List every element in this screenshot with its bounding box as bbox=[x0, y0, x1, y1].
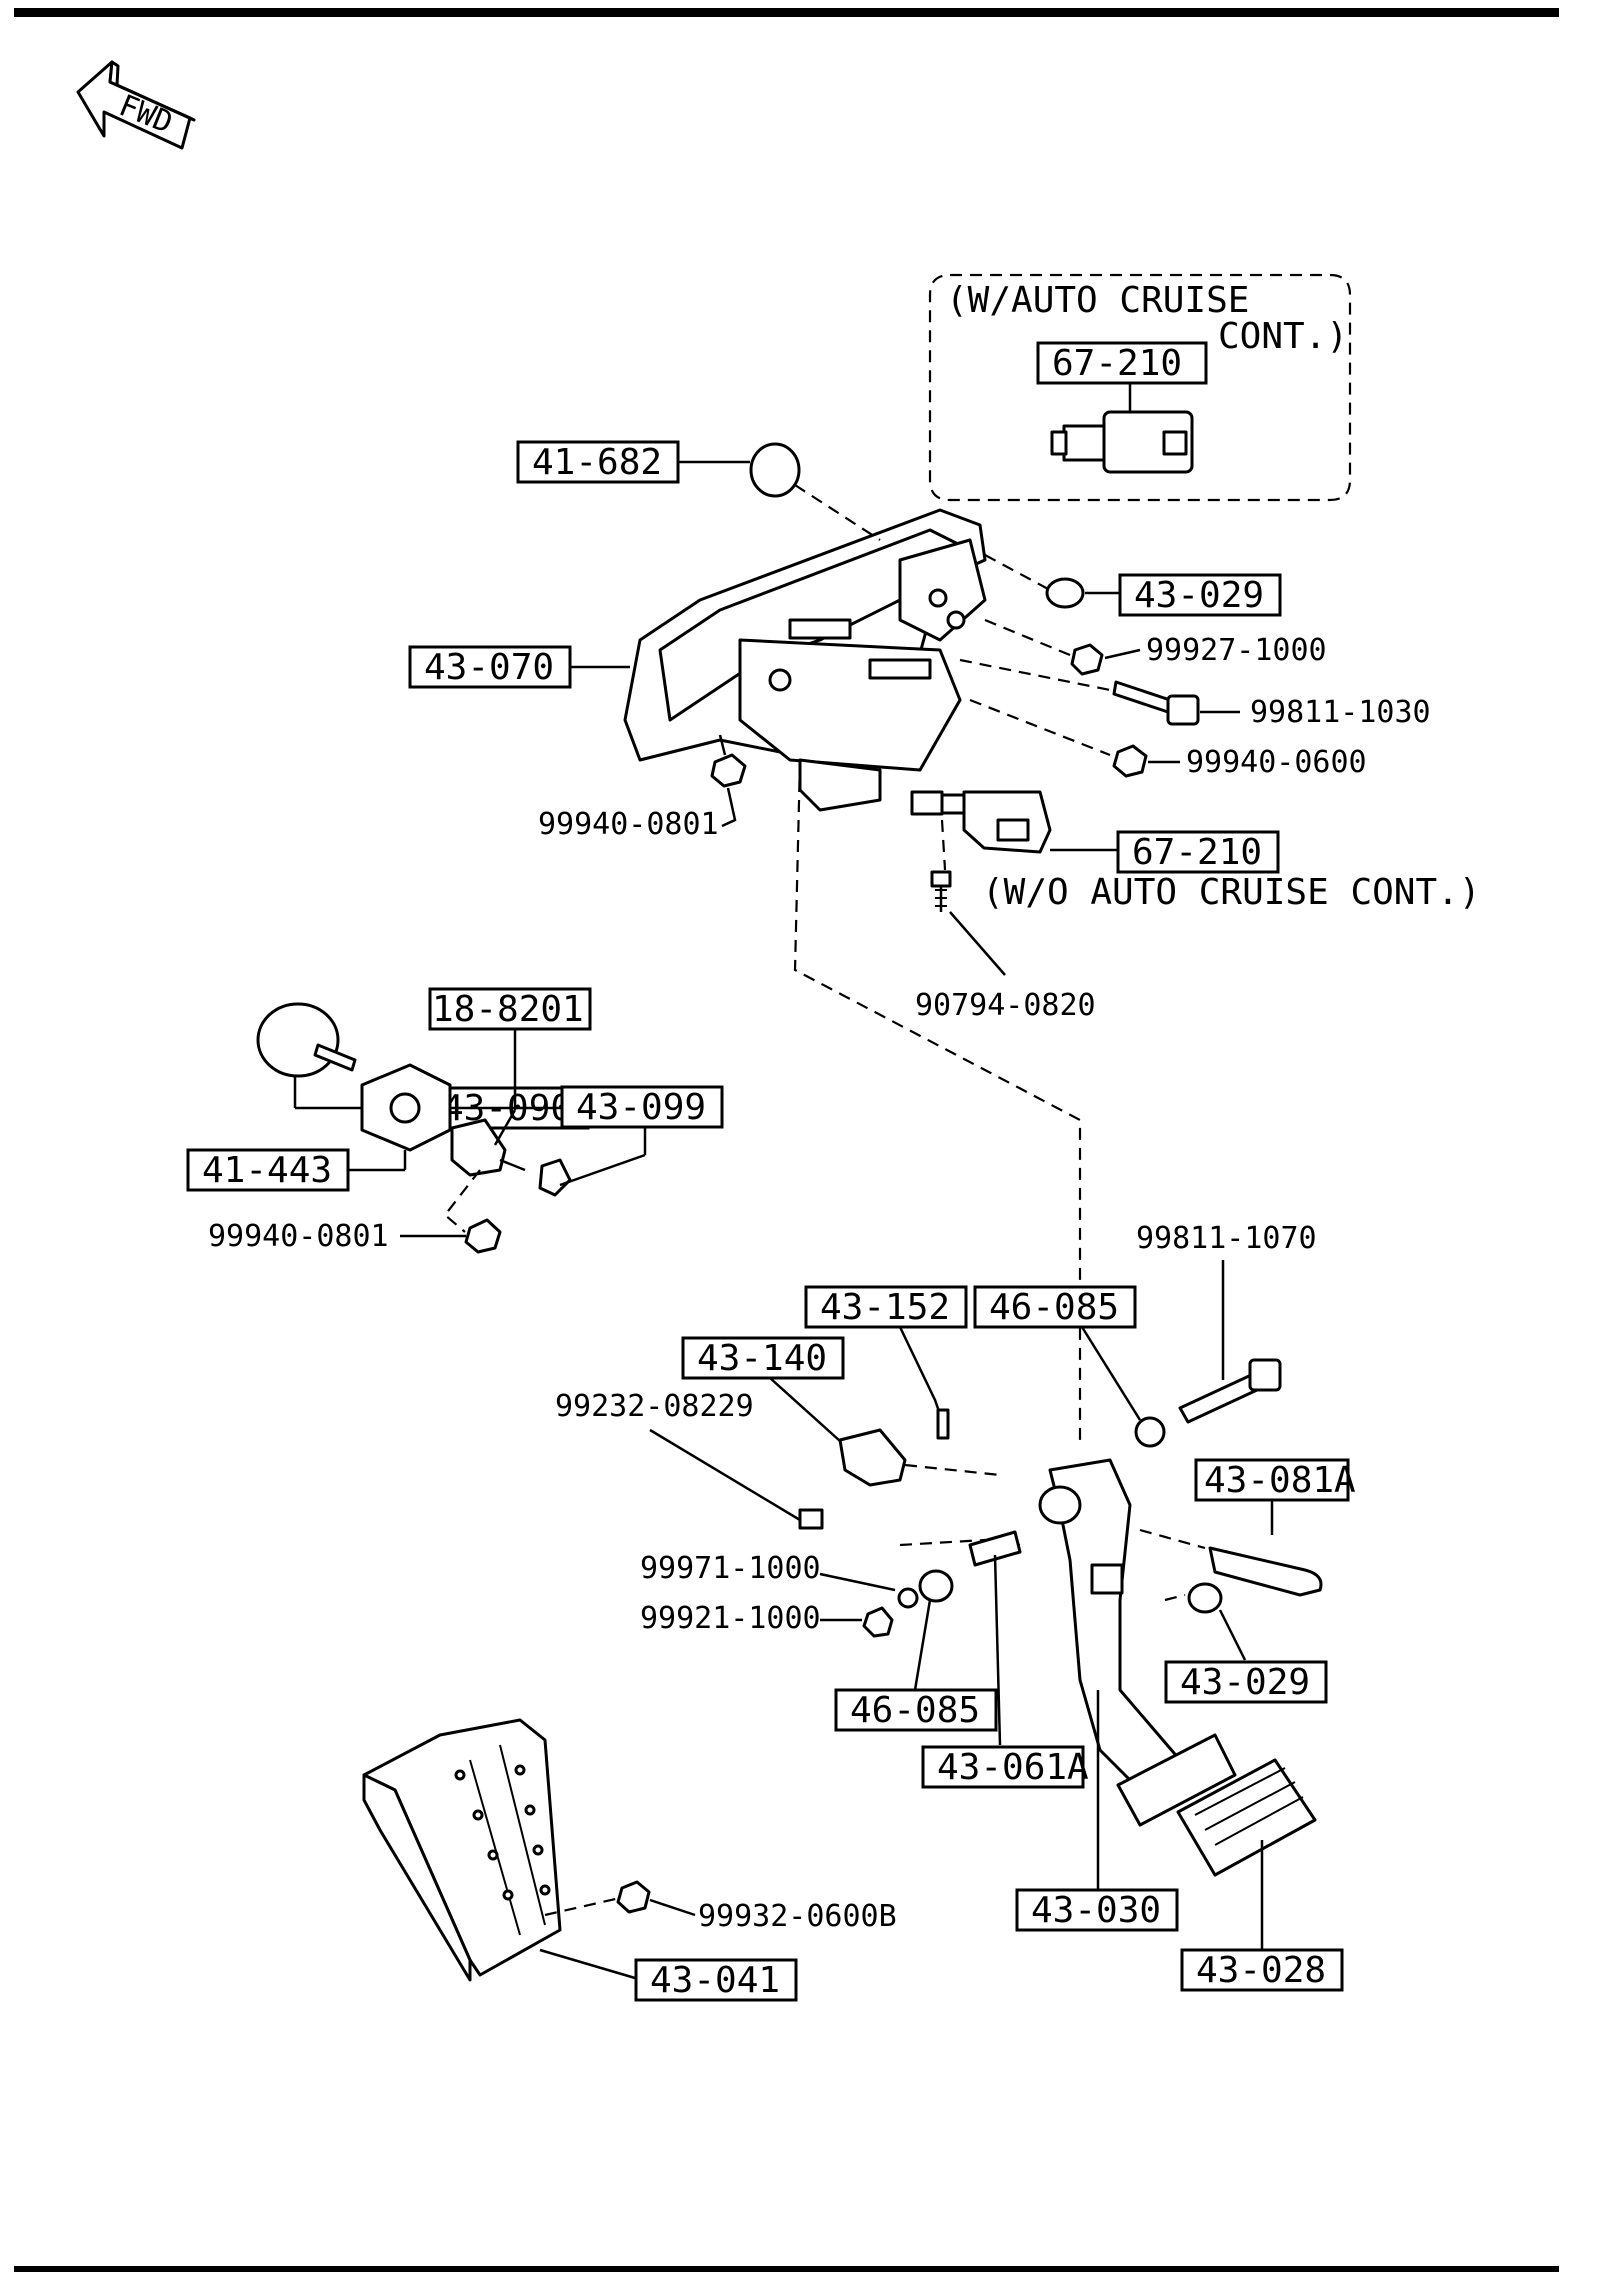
no-cruise-caption: (W/O AUTO CRUISE CONT.) bbox=[982, 872, 1481, 913]
fastener-90794-0820: 90794-0820 bbox=[915, 988, 1096, 1023]
bottom-rule bbox=[14, 2266, 1559, 2272]
part-43-028: 43-028 bbox=[1196, 1950, 1326, 1991]
part-43-070-group: 43-070 bbox=[408, 645, 630, 689]
fastener-99971-1000: 99971-1000 bbox=[640, 1551, 821, 1586]
top-rule bbox=[14, 8, 1559, 17]
fastener-99811-1030-group: 99811-1030 bbox=[959, 658, 1431, 730]
foot-rest-group: 99932-0600B 43-041 bbox=[362, 1718, 897, 2002]
part-43-099: 43-099 bbox=[576, 1087, 706, 1128]
part-43-152: 43-152 bbox=[820, 1287, 950, 1328]
part-43-140: 43-140 bbox=[697, 1338, 827, 1379]
fastener-99927-1000: 99927-1000 bbox=[1146, 633, 1327, 668]
part-18-8201: 18-8201 bbox=[432, 989, 584, 1030]
part-43-081A: 43-081A bbox=[1204, 1460, 1356, 1501]
fastener-99940-0801-top: 99940-0801 bbox=[538, 807, 719, 842]
pedal-bracket-icon bbox=[623, 508, 987, 812]
fastener-99940-0600-group: 99940-0600 bbox=[969, 698, 1367, 780]
part-43-029-bottom: 43-029 bbox=[1180, 1662, 1310, 1703]
part-41-682: 41-682 bbox=[532, 442, 662, 483]
auto-cruise-group: (W/AUTO CRUISE CONT.) 67-210 bbox=[928, 273, 1352, 502]
return-spring-icon bbox=[1208, 1546, 1323, 1597]
cover-icon bbox=[256, 1002, 340, 1078]
part-41-443: 41-443 bbox=[202, 1150, 332, 1191]
fastener-99811-1030: 99811-1030 bbox=[1250, 695, 1431, 730]
switch-body-icon bbox=[450, 1118, 507, 1177]
part-41-682-group: 41-682 bbox=[516, 440, 881, 541]
fastener-99940-0600: 99940-0600 bbox=[1186, 745, 1367, 780]
fastener-90794-0820-group: 90794-0820 bbox=[915, 819, 1096, 1023]
fastener-99921-1000: 99921-1000 bbox=[640, 1601, 821, 1636]
part-46-085-top: 46-085 bbox=[989, 1287, 1119, 1328]
part-43-030: 43-030 bbox=[1031, 1890, 1161, 1931]
fastener-99940-0801-top-group: 99940-0801 bbox=[538, 734, 747, 842]
pedal-group: 43-152 46-085 43-140 99811-1070 99232-08… bbox=[555, 1221, 1356, 1992]
part-43-029-top: 43-029 bbox=[1134, 575, 1264, 616]
clevis-icon bbox=[838, 1428, 907, 1487]
fastener-99811-1070: 99811-1070 bbox=[1136, 1221, 1317, 1256]
part-67-210-bottom-group: 67-210 (W/O AUTO CRUISE CONT.) bbox=[910, 790, 1481, 913]
auto-cruise-caption-1: (W/AUTO CRUISE bbox=[946, 280, 1249, 321]
fwd-arrow-icon: FWD bbox=[76, 60, 196, 150]
stopper-icon bbox=[749, 442, 801, 498]
fastener-99232-08229: 99232-08229 bbox=[555, 1389, 754, 1424]
part-43-029-top-group: 43-029 bbox=[984, 554, 1282, 617]
auto-cruise-caption-2: CONT.) bbox=[1218, 316, 1348, 357]
switch-group: 43-090 41-443 18-8201 43-099 99940-0801 bbox=[186, 987, 724, 1254]
part-67-210-bottom: 67-210 bbox=[1132, 832, 1262, 873]
fastener-99940-0801-mid: 99940-0801 bbox=[208, 1219, 389, 1254]
part-67-210-top: 67-210 bbox=[1052, 343, 1182, 384]
part-43-061A: 43-061A bbox=[937, 1747, 1089, 1788]
part-46-085-bottom: 46-085 bbox=[850, 1690, 980, 1731]
part-43-070: 43-070 bbox=[424, 647, 554, 688]
fastener-99932-0600B: 99932-0600B bbox=[698, 1899, 897, 1934]
cruise-switch-icon bbox=[1050, 410, 1194, 474]
part-43-041: 43-041 bbox=[650, 1960, 780, 2001]
fastener-99927-1000-group: 99927-1000 bbox=[984, 618, 1327, 676]
